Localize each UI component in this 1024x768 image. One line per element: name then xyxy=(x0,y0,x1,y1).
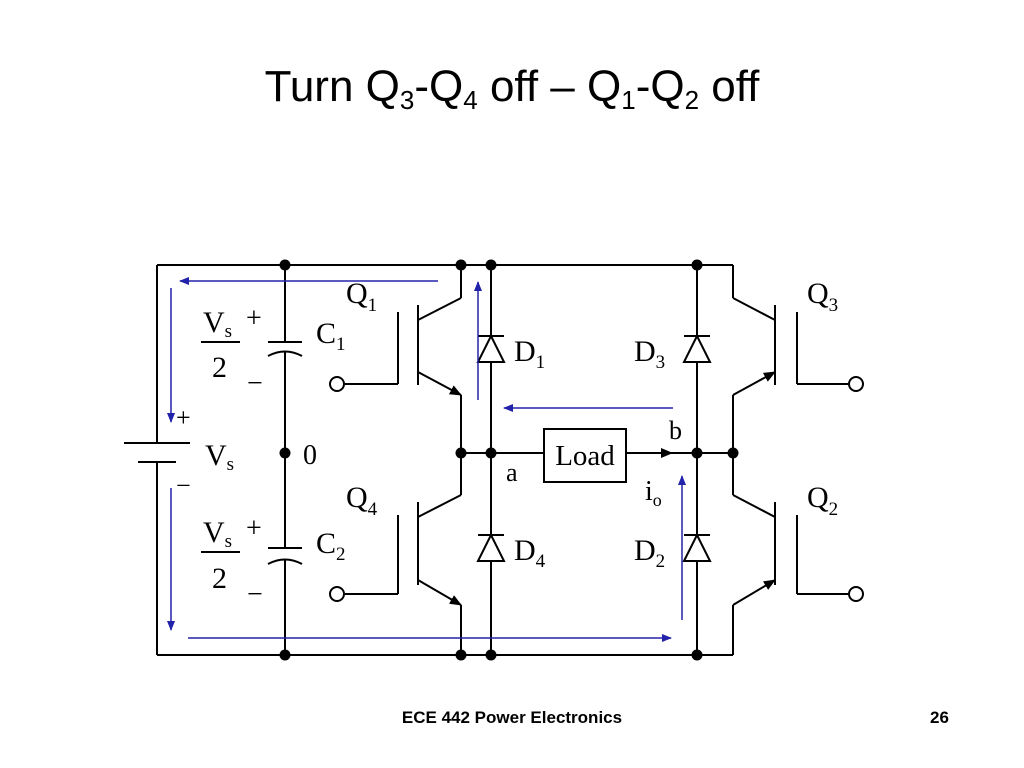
label-c1-sub: 1 xyxy=(336,334,346,355)
label-d1: D xyxy=(514,335,536,368)
label-midpoint-zero: 0 xyxy=(303,440,317,471)
circuit-wiring xyxy=(124,264,864,656)
svg-text:Q4: Q4 xyxy=(346,481,378,520)
svg-text:D4: D4 xyxy=(514,534,546,572)
title-text-1: Turn Q xyxy=(264,62,400,111)
label-q3-sub: 3 xyxy=(829,295,839,316)
label-q2-sub: 2 xyxy=(829,499,839,520)
label-c1-plus: + xyxy=(246,303,262,334)
label-c1-minus: − xyxy=(247,368,263,399)
svg-text:D3: D3 xyxy=(634,335,665,373)
title-sub-q3: 3 xyxy=(399,85,415,115)
label-vs-half-bottom-sub: s xyxy=(225,531,232,552)
label-q3: Q xyxy=(807,277,829,310)
title-sub-q2: 2 xyxy=(684,85,700,115)
load-label: Load xyxy=(555,440,615,472)
label-io-sub: o xyxy=(653,490,662,510)
label-node-a: a xyxy=(506,458,518,487)
label-vs-half-top-sub: s xyxy=(225,321,232,342)
svg-text:C1: C1 xyxy=(316,317,346,355)
label-q1-sub: 1 xyxy=(368,295,378,316)
svg-text:C2: C2 xyxy=(316,527,346,565)
label-vs-half-bottom-den: 2 xyxy=(212,562,227,595)
label-q4-sub: 4 xyxy=(368,499,378,520)
diode-symbols xyxy=(476,333,712,562)
label-d1-sub: 1 xyxy=(536,352,546,373)
svg-text:Q3: Q3 xyxy=(807,277,838,316)
label-vs: V xyxy=(205,439,227,472)
junction-dots xyxy=(279,259,739,661)
svg-text:Vs: Vs xyxy=(203,306,232,342)
label-source-plus: + xyxy=(176,403,191,432)
label-c2: C xyxy=(316,527,336,560)
label-node-b: b xyxy=(669,416,682,445)
footer-course: ECE 442 Power Electronics xyxy=(401,708,623,727)
label-d3: D xyxy=(634,335,656,368)
label-q4: Q xyxy=(346,481,368,514)
label-q1: Q xyxy=(346,277,368,310)
diode-d2-symbol xyxy=(682,532,712,562)
label-vs-half-bottom: V xyxy=(203,516,225,549)
label-d4: D xyxy=(514,534,536,567)
load-box xyxy=(543,428,627,483)
title-text-4: -Q xyxy=(635,62,685,111)
label-c2-plus: + xyxy=(246,513,262,544)
title-sub-q4: 4 xyxy=(463,85,478,115)
slide-title: Turn Q3-Q4 off – Q1-Q2 off xyxy=(0,62,1024,115)
diode-d4-symbol xyxy=(476,532,506,562)
label-vs-half-top-den: 2 xyxy=(212,351,227,384)
label-io: i xyxy=(645,476,653,507)
label-c2-sub: 2 xyxy=(336,544,346,565)
label-source-minus: − xyxy=(176,471,191,500)
title-sub-q1: 1 xyxy=(621,85,636,115)
diode-d1-symbol xyxy=(476,333,506,363)
label-c2-minus: − xyxy=(247,579,263,610)
label-d3-sub: 3 xyxy=(656,352,666,373)
title-text-5: off xyxy=(699,62,760,111)
label-c1: C xyxy=(316,317,336,350)
label-vs-sub: s xyxy=(227,454,234,475)
footer-page-number: 26 xyxy=(930,708,949,727)
svg-text:Vs: Vs xyxy=(203,516,232,552)
label-q2: Q xyxy=(807,481,829,514)
title-text-3: off – Q xyxy=(477,62,622,111)
label-d4-sub: 4 xyxy=(536,551,546,572)
label-vs-half-top: V xyxy=(203,306,225,339)
label-d2: D xyxy=(634,534,656,567)
label-d2-sub: 2 xyxy=(656,551,666,572)
svg-text:Q2: Q2 xyxy=(807,481,838,520)
svg-text:Vs: Vs xyxy=(205,439,234,475)
svg-text:D1: D1 xyxy=(514,335,545,373)
transistor-emitters xyxy=(417,371,776,606)
svg-text:Q1: Q1 xyxy=(346,277,377,316)
diode-d3-symbol xyxy=(682,333,712,363)
svg-text:io: io xyxy=(645,476,662,510)
title-text-2: -Q xyxy=(414,62,464,111)
svg-text:D2: D2 xyxy=(634,534,665,572)
current-flow-path xyxy=(167,277,686,642)
